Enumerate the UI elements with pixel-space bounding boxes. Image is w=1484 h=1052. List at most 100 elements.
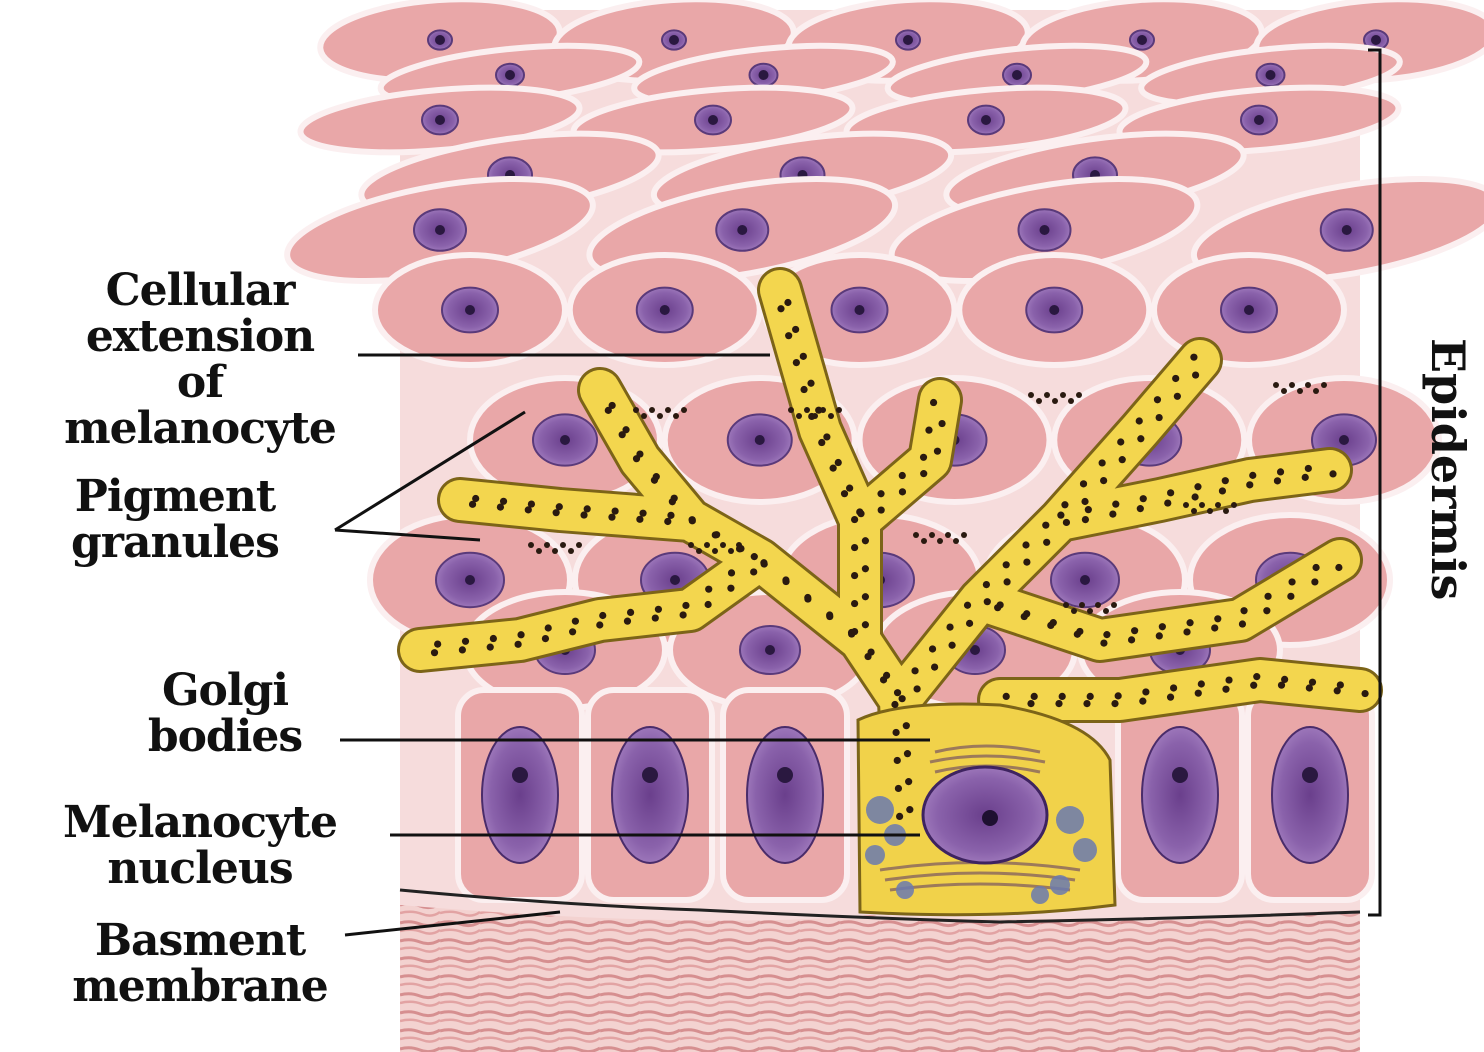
granule — [1198, 680, 1205, 687]
granule — [1111, 700, 1118, 707]
granule — [1174, 393, 1181, 400]
granule — [1264, 593, 1271, 600]
granule — [580, 511, 587, 518]
granule — [596, 621, 603, 628]
granule — [655, 606, 662, 613]
granule — [1099, 459, 1106, 466]
granule — [1288, 578, 1295, 585]
label-line: melanocyte — [20, 406, 380, 452]
granule — [627, 609, 634, 616]
granule — [1214, 615, 1221, 622]
granule — [689, 516, 696, 523]
pigment-granule — [828, 413, 834, 419]
pigment-granule — [1273, 382, 1279, 388]
label-line: Pigment — [20, 474, 330, 520]
granule — [1128, 636, 1135, 643]
pigment-granule — [560, 542, 566, 548]
granule — [1043, 539, 1050, 546]
granule — [785, 332, 792, 339]
granule — [1109, 511, 1116, 518]
granule — [584, 505, 591, 512]
granule — [931, 663, 938, 670]
granule — [1253, 673, 1260, 680]
granule — [671, 495, 678, 502]
granule — [1277, 468, 1284, 475]
label-line: nucleus — [10, 846, 390, 892]
pigment-granule — [1052, 398, 1058, 404]
pigment-granule — [1028, 392, 1034, 398]
granule — [877, 490, 884, 497]
granule — [1003, 561, 1010, 568]
label-line: Basment — [20, 918, 380, 964]
granule — [846, 485, 853, 492]
granule — [1119, 456, 1126, 463]
granule — [1027, 700, 1034, 707]
granule — [1136, 417, 1143, 424]
granule — [1100, 640, 1107, 647]
label-line: extension — [20, 314, 380, 360]
pigment-granule — [712, 548, 718, 554]
granule — [891, 701, 898, 708]
granule — [1085, 506, 1092, 513]
pigment-granule — [945, 532, 951, 538]
granule — [823, 433, 830, 440]
pigment-granule — [937, 538, 943, 544]
granule — [925, 427, 932, 434]
granule — [1263, 607, 1270, 614]
granule — [911, 667, 918, 674]
granule — [1023, 610, 1030, 617]
granule — [1172, 375, 1179, 382]
epithelial-cell — [570, 255, 760, 365]
granule — [1219, 487, 1226, 494]
granule — [899, 695, 906, 702]
granule — [612, 507, 619, 514]
granule — [777, 305, 784, 312]
granule — [904, 750, 911, 757]
granule — [851, 516, 858, 523]
pigment-granule — [720, 542, 726, 548]
granule — [1156, 632, 1163, 639]
pigment-granule — [913, 532, 919, 538]
granule — [497, 504, 504, 511]
pigment-granule — [804, 407, 810, 413]
granule — [1239, 620, 1246, 627]
granule — [622, 426, 629, 433]
granule — [1222, 686, 1229, 693]
pigment-granule — [1215, 502, 1221, 508]
granule — [1274, 477, 1281, 484]
label-line: bodies — [110, 714, 340, 760]
granule — [1186, 619, 1193, 626]
granule — [569, 628, 576, 635]
granule — [653, 473, 660, 480]
granule — [1022, 541, 1029, 548]
pigment-granule — [1079, 602, 1085, 608]
pigment-granule — [1060, 392, 1066, 398]
granule — [1112, 501, 1119, 508]
granule — [545, 624, 552, 631]
granule — [782, 576, 789, 583]
pigment-granule — [528, 542, 534, 548]
pigment-granule — [1036, 398, 1042, 404]
granule — [1137, 505, 1144, 512]
granule — [800, 386, 807, 393]
pigment-granule — [1103, 608, 1109, 614]
label-pigment-granules: Pigment granules — [20, 474, 330, 566]
pigment-granule — [681, 407, 687, 413]
pigment-granule — [665, 407, 671, 413]
granule — [1194, 483, 1201, 490]
granule — [826, 611, 833, 618]
granule — [903, 722, 910, 729]
granule — [1087, 693, 1094, 700]
label-line: granules — [20, 520, 330, 566]
granule — [1076, 628, 1083, 635]
granule — [525, 506, 532, 513]
granule — [862, 565, 869, 572]
granule — [624, 618, 631, 625]
granule — [1195, 690, 1202, 697]
pigment-granule — [1223, 508, 1229, 514]
pigment-granule — [1231, 502, 1237, 508]
basal-cell — [723, 690, 847, 900]
granule — [920, 454, 927, 461]
pigment-granule — [796, 413, 802, 419]
granule — [1312, 564, 1319, 571]
